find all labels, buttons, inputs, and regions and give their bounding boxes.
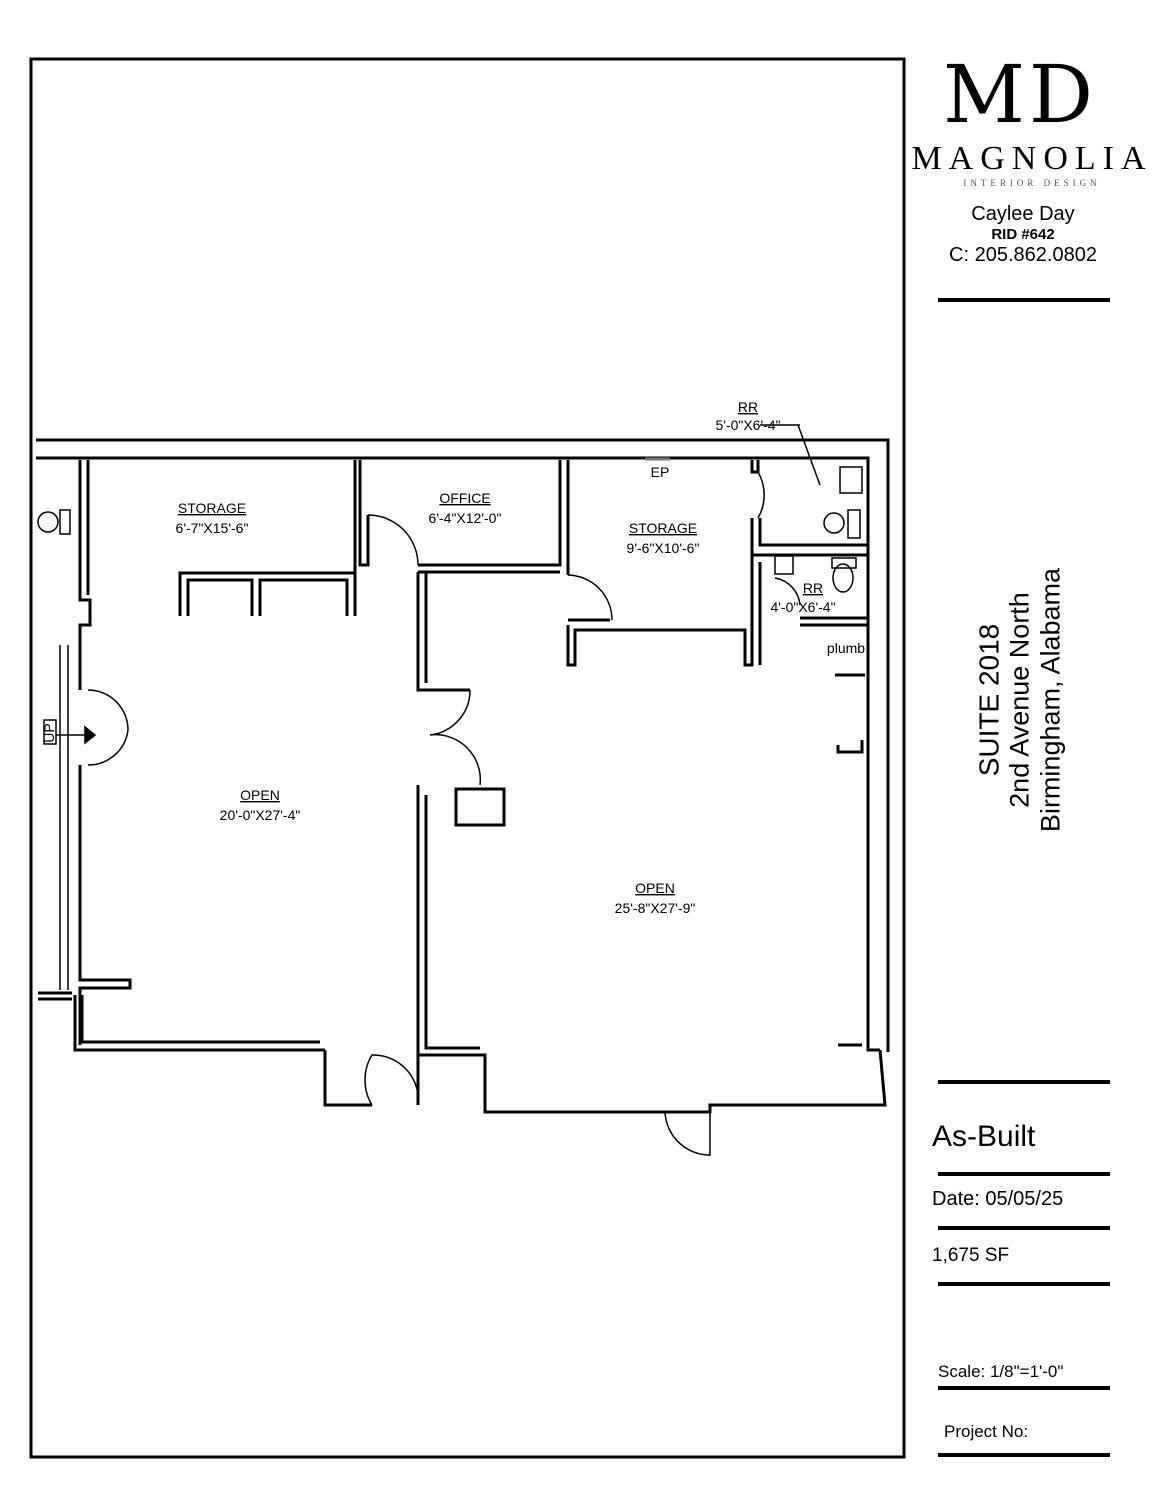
square-footage: 1,675 SF bbox=[932, 1245, 1010, 1266]
room-name-rr-1: RR bbox=[738, 399, 758, 415]
room-dims-storage-2: 9'-6"X10'-6" bbox=[627, 540, 700, 556]
up-label: UP bbox=[41, 723, 57, 742]
divider bbox=[938, 1080, 1110, 1084]
drawing-scale: Scale: 1/8"=1'-0" bbox=[938, 1362, 1064, 1381]
room-name-rr-2: RR bbox=[803, 580, 823, 596]
room-dims-rr-2: 4'-0"X6'-4" bbox=[770, 599, 835, 615]
room-name-storage-2: STORAGE bbox=[629, 520, 697, 536]
room-name-office: OFFICE bbox=[439, 490, 490, 506]
city-state: Birmingham, Alabama bbox=[1035, 567, 1066, 833]
project-number: Project No: bbox=[944, 1422, 1029, 1441]
plumb-label: plumb bbox=[827, 640, 865, 656]
logo-tagline: INTERIOR DESIGN bbox=[963, 178, 1101, 188]
logo-name: MAGNOLIA bbox=[911, 140, 1153, 177]
room-dims-open-2: 25'-8"X27'-9" bbox=[615, 900, 696, 916]
room-dims-office: 6'-4"X12'-0" bbox=[429, 510, 502, 526]
room-name-storage-1: STORAGE bbox=[178, 500, 246, 516]
room-dims-rr-1: 5'-0"X6'-4" bbox=[715, 417, 780, 433]
divider bbox=[938, 1226, 1110, 1230]
drawing-status: As-Built bbox=[932, 1120, 1036, 1153]
divider bbox=[938, 1453, 1110, 1457]
room-dims-storage-1: 6'-7"X15'-6" bbox=[176, 520, 249, 536]
doors bbox=[59, 471, 801, 1156]
divider bbox=[938, 1386, 1110, 1390]
room-name-open-2: OPEN bbox=[635, 880, 675, 896]
walls bbox=[36, 438, 890, 1114]
fixtures bbox=[37, 424, 863, 745]
drawing-date: Date: 05/05/25 bbox=[932, 1188, 1064, 1210]
drawing-border bbox=[29, 57, 906, 1459]
project-address: SUITE 2018 2nd Avenue North Birmingham, … bbox=[974, 568, 1067, 832]
designer-name: Caylee Day bbox=[971, 203, 1075, 225]
divider bbox=[938, 1172, 1110, 1176]
designer-phone: C: 205.862.0802 bbox=[949, 244, 1097, 266]
designer-rid: RID #642 bbox=[991, 226, 1055, 243]
room-dims-open-1: 20'-0"X27'-4" bbox=[220, 807, 301, 823]
divider bbox=[938, 298, 1110, 302]
divider bbox=[938, 1282, 1110, 1286]
street-address: 2nd Avenue North bbox=[1004, 592, 1035, 808]
ep-label: EP bbox=[651, 464, 670, 480]
logo-monogram: MD bbox=[942, 48, 1098, 141]
suite-number: SUITE 2018 bbox=[973, 623, 1005, 777]
room-name-open-1: OPEN bbox=[240, 787, 280, 803]
